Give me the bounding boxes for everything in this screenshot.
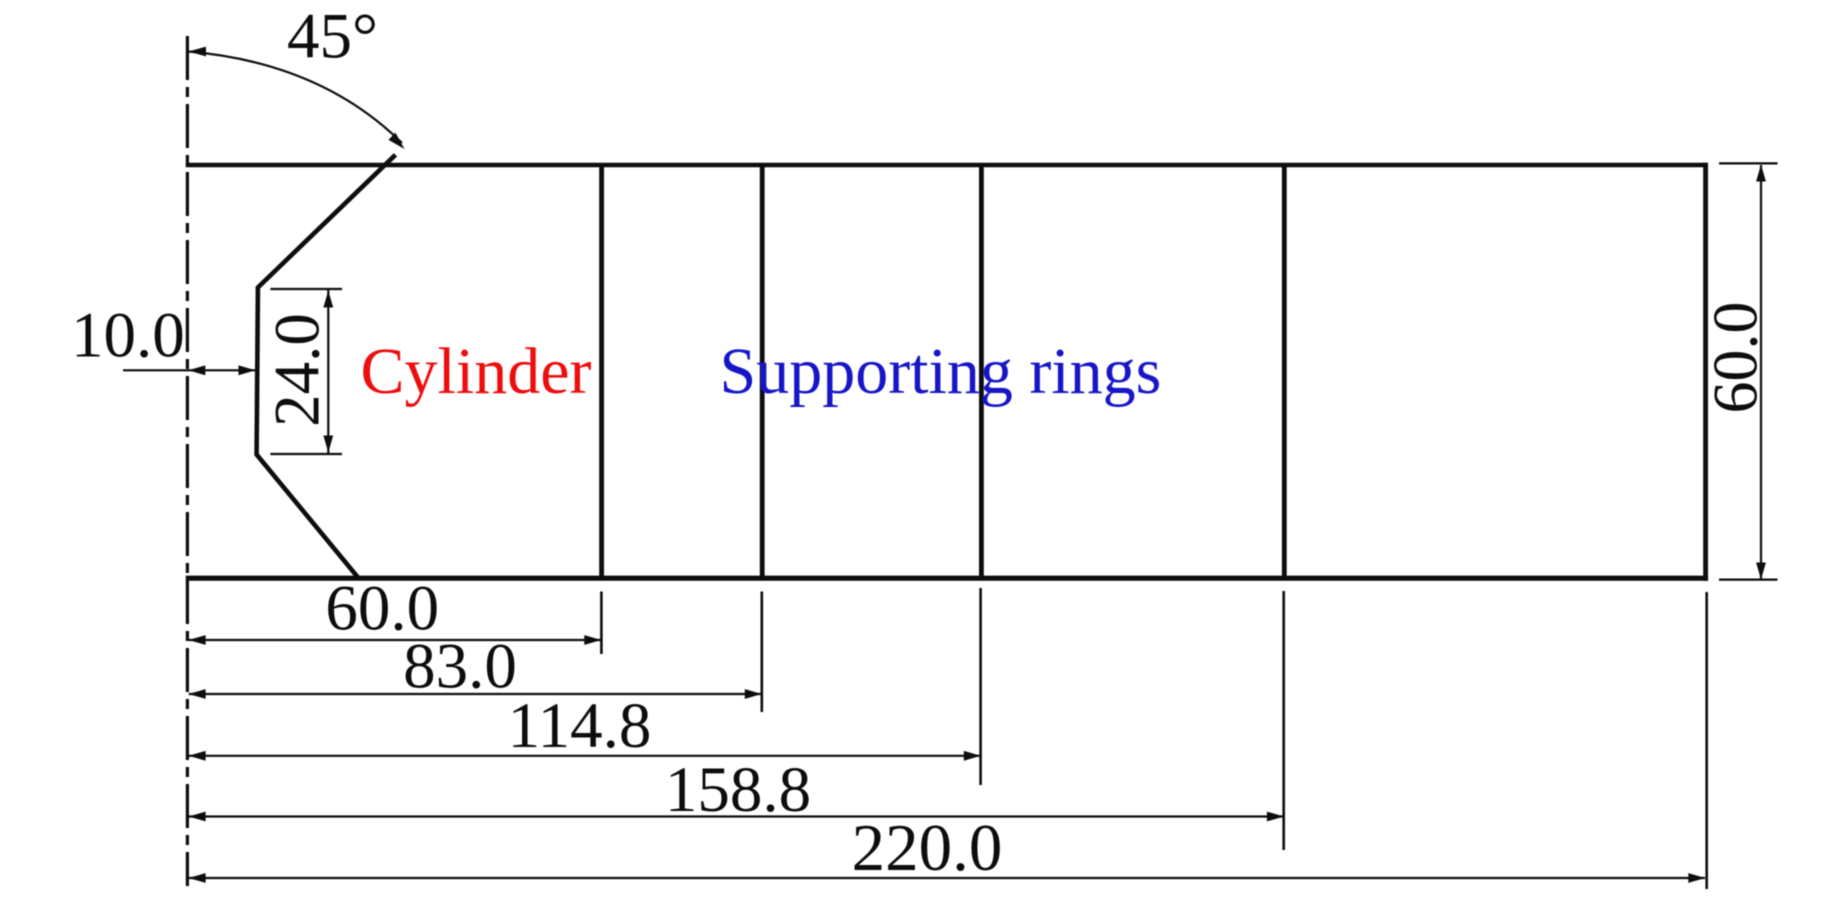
svg-text:45°: 45° (287, 1, 378, 73)
svg-text:Supporting rings: Supporting rings (720, 335, 1162, 408)
svg-text:10.0: 10.0 (71, 299, 185, 371)
svg-text:Cylinder: Cylinder (361, 335, 592, 408)
svg-text:114.8: 114.8 (508, 690, 652, 762)
svg-text:220.0: 220.0 (852, 811, 1003, 885)
svg-text:60.0: 60.0 (1700, 302, 1771, 414)
svg-text:24.0: 24.0 (262, 313, 334, 427)
svg-text:60.0: 60.0 (325, 573, 439, 645)
svg-text:83.0: 83.0 (403, 631, 517, 703)
svg-text:158.8: 158.8 (665, 754, 811, 826)
